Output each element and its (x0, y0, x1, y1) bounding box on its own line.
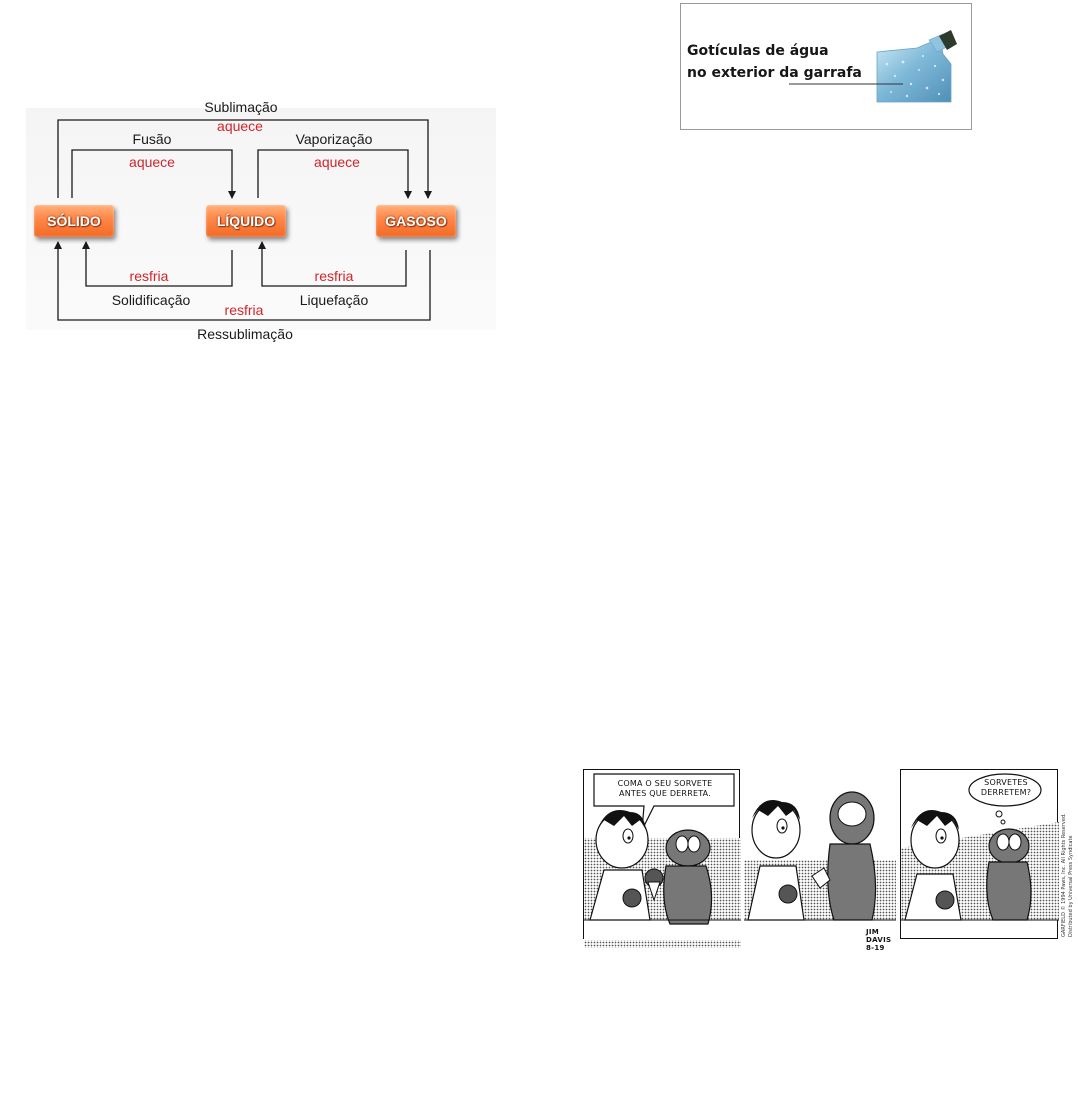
vaporization-arrow (257, 149, 412, 199)
panel-1-speech: COMA O SEU SORVETE ANTES QUE DERRETA. (596, 779, 734, 799)
vaporization-label: Vaporização (295, 131, 373, 147)
state-liquid: LÍQUIDO (206, 205, 286, 237)
bottle-panel: Gotículas de água no exterior da garrafa (680, 3, 972, 130)
panel-1-art (584, 773, 741, 948)
solidification-effect: resfria (129, 268, 169, 284)
bottle-body (876, 41, 952, 103)
sublimation-arrow (57, 119, 432, 199)
fusion-label: Fusão (132, 131, 172, 147)
liquefaction-label: Liquefação (299, 292, 369, 308)
state-gas: GASOSO (376, 205, 456, 237)
liquefaction-arrow (258, 241, 407, 287)
solidification-arrow (82, 241, 233, 287)
comic-strip: COMA O SEU SORVETE ANTES QUE DERRETA. (583, 769, 1075, 952)
bottle-caption-line1: Gotículas de água (687, 43, 829, 59)
comic-signature: JIM DAVIS 8-19 (866, 928, 892, 952)
comic-panel-3: SORVETES DERRETEM? (900, 769, 1059, 939)
comic-copyright: GARFIELD © 1994 Paws, Inc. All Rights Re… (1061, 813, 1075, 937)
solidification-label: Solidificação (111, 292, 191, 308)
bottle-illustration (789, 30, 957, 103)
panel-2-art (744, 791, 896, 921)
comic-copyright-line2: Distributed by Universal Press Syndicate (1068, 835, 1074, 937)
comic-panel-2: JIM DAVIS 8-19 (743, 769, 896, 952)
panel-1-speech-line2: ANTES QUE DERRETA. (619, 789, 711, 798)
phase-change-diagram: Sublimação aquece Fusão aquece Vaporizaç… (26, 90, 496, 358)
bottle-cap-icon (939, 30, 957, 50)
sublimation-effect: aquece (217, 118, 263, 134)
fusion-arrow (71, 149, 236, 199)
sublimation-label: Sublimação (204, 99, 278, 115)
comic-copyright-line1: GARFIELD © 1994 Paws, Inc. All Rights Re… (1061, 813, 1067, 937)
panel-1-speech-line1: COMA O SEU SORVETE (617, 779, 713, 788)
panel-3-thought-line2: DERRETEM? (980, 788, 1032, 797)
fusion-effect: aquece (129, 154, 175, 170)
resublimation-arrow (54, 241, 431, 321)
liquefaction-effect: resfria (314, 268, 354, 284)
bottle-caption: Gotículas de água no exterior da garrafa (687, 40, 887, 84)
vaporization-effect: aquece (314, 154, 360, 170)
panel-3-thought: SORVETES DERRETEM? (971, 778, 1041, 798)
comic-panel-1: COMA O SEU SORVETE ANTES QUE DERRETA. (583, 769, 741, 948)
panel-3-art (901, 773, 1059, 921)
state-solid: SÓLIDO (34, 205, 114, 237)
droplets (885, 55, 945, 98)
bottle-caption-line2: no exterior da garrafa (687, 65, 862, 81)
resublimation-effect: resfria (224, 302, 264, 318)
resublimation-label: Ressublimação (197, 326, 293, 342)
panel-3-thought-line1: SORVETES (984, 778, 1028, 787)
